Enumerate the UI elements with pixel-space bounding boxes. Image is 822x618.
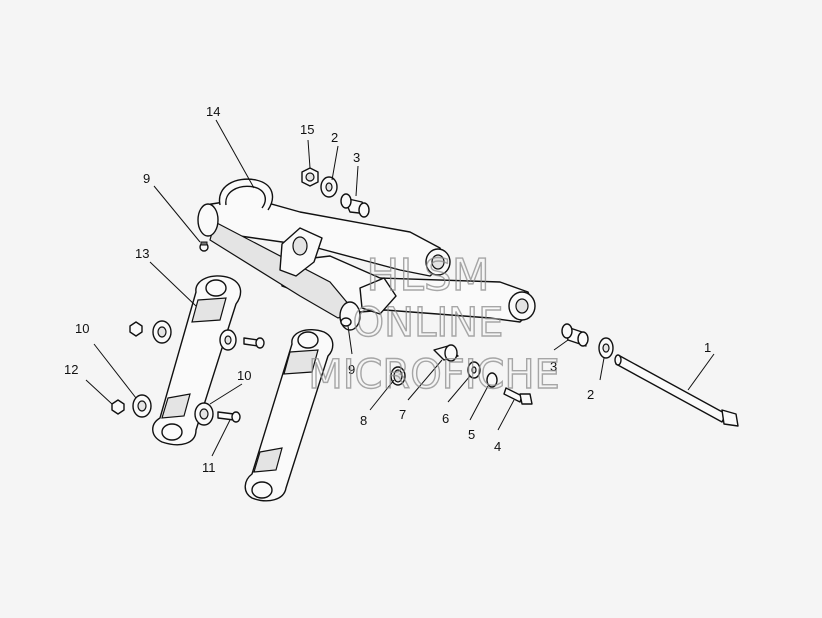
washer-middle	[219, 329, 237, 351]
bushing-7	[433, 344, 459, 362]
callout-9-left: 9	[143, 171, 150, 186]
bolt-1	[614, 354, 739, 427]
grease-fitting-9-left	[199, 241, 209, 252]
washer-10-right	[194, 402, 214, 426]
nut-15	[301, 167, 319, 187]
callout-9-right: 9	[348, 362, 355, 377]
link-13-right	[244, 328, 334, 502]
watermark-line-1: HLSM	[366, 250, 490, 301]
watermark: HLSM ONLINE MICROFICHE	[307, 249, 560, 398]
leader-lines	[85, 119, 715, 457]
callout-13: 13	[135, 246, 149, 261]
callout-12: 12	[64, 362, 78, 377]
callout-10-left: 10	[75, 321, 89, 336]
callout-10-right: 10	[237, 368, 251, 383]
swing-arm-assembly	[197, 178, 536, 331]
bolt-middle	[243, 337, 265, 349]
callout-6: 6	[442, 411, 449, 426]
nut-12	[111, 399, 125, 415]
washer-2-top	[320, 176, 338, 198]
watermark-line-2: ONLINE	[353, 300, 504, 346]
bolt-11	[217, 411, 241, 423]
callout-11: 11	[202, 460, 216, 475]
o-ring-8	[390, 366, 406, 386]
link-13-left	[152, 275, 242, 446]
bolt-4	[503, 387, 533, 405]
bushing-3-top	[340, 193, 370, 218]
washer-10-left	[132, 394, 152, 418]
washer-5	[486, 372, 498, 388]
callout-3-right: 3	[550, 359, 557, 374]
callout-3-top: 3	[353, 150, 360, 165]
callout-2-top: 2	[331, 130, 338, 145]
washer-2-right	[598, 337, 614, 359]
callout-5: 5	[468, 427, 475, 442]
washer-6	[467, 361, 481, 379]
callout-15: 15	[300, 122, 314, 137]
callout-7: 7	[399, 407, 406, 422]
callout-8: 8	[360, 413, 367, 428]
washer-upper-left	[152, 320, 172, 344]
callout-labels: 1 2 2 3 3 4 5 6 7 8 9 9 10 10 11 12 13 1…	[64, 104, 711, 475]
callout-14: 14	[206, 104, 220, 119]
callout-2-right: 2	[587, 387, 594, 402]
nut-upper-left	[129, 321, 143, 337]
callout-1: 1	[704, 340, 711, 355]
bushing-3-right	[561, 323, 589, 347]
watermark-line-3: MICROFICHE	[308, 352, 560, 398]
grease-fitting-9-right	[340, 317, 352, 327]
callout-4: 4	[494, 439, 501, 454]
